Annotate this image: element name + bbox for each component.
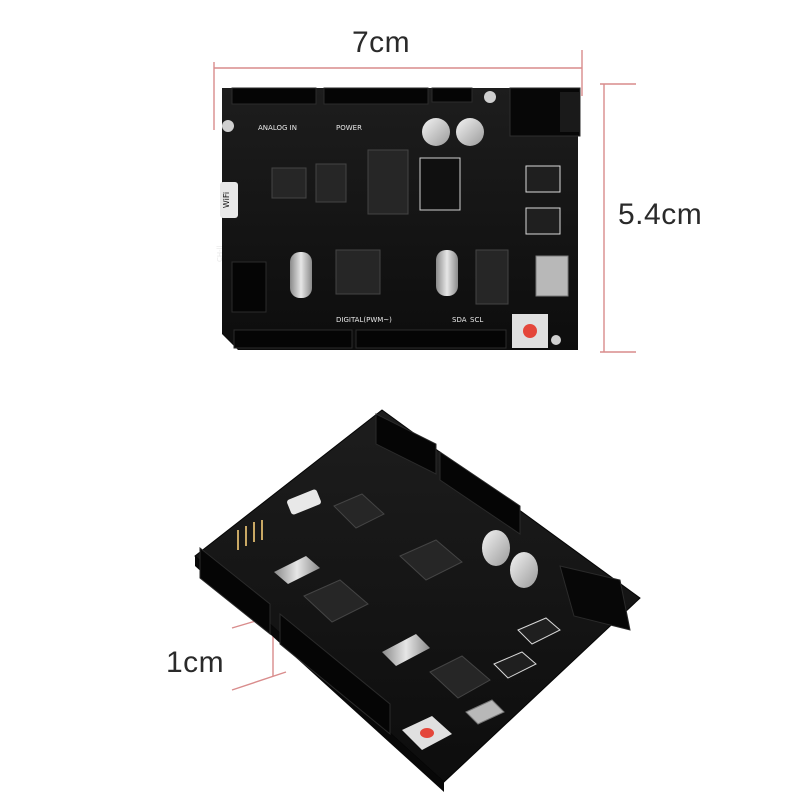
silkscreen-text: WiFi ANALOG IN POWER DIGITAL(PWM~) SCL S…: [216, 124, 483, 324]
perspective-reset-button: [402, 716, 452, 750]
icsp-pins: [237, 520, 263, 550]
height-dimension-label: 5.4cm: [618, 198, 703, 231]
header-top: [231, 87, 473, 105]
reset-button: [512, 314, 548, 348]
power-silk: POWER: [336, 124, 362, 132]
perspective-wifi-badge: [287, 489, 321, 515]
header-bottom: [233, 329, 507, 349]
icsp-header: [231, 261, 267, 313]
capacitors: [422, 118, 484, 146]
perspective-dc-jack: [559, 565, 631, 631]
scl-silk: SCL: [470, 316, 483, 324]
perspective-crystals: [274, 556, 430, 666]
dip-switch: [419, 157, 461, 211]
thickness-dimension-label: 1cm: [166, 646, 225, 679]
width-dimension-label: 7cm: [352, 26, 411, 59]
perspective-header-front: [199, 546, 391, 736]
sda-silk: SDA: [452, 316, 467, 324]
perspective-chips: [303, 493, 491, 699]
wifi-silk-label: WiFi: [222, 192, 231, 208]
dc-jack: [509, 87, 581, 137]
perspective-capacitors: [482, 530, 538, 588]
perspective-regulators: [493, 617, 561, 679]
digital-silk: DIGITAL(PWM~): [336, 316, 392, 324]
crystals: [290, 250, 458, 298]
regulators: [525, 165, 561, 235]
board-perspective-view: [194, 409, 641, 792]
dimension-lines: [213, 50, 636, 691]
analog-in-silk: ANALOG IN: [258, 124, 297, 132]
side-silk: CH-ll: [216, 245, 224, 262]
micro-usb-port: [535, 255, 569, 297]
perspective-micro-usb: [465, 699, 505, 725]
perspective-header-back: [375, 413, 521, 535]
board-top-view: WiFi ANALOG IN POWER DIGITAL(PWM~) SCL S…: [216, 87, 581, 350]
ic-chips: [271, 149, 509, 305]
